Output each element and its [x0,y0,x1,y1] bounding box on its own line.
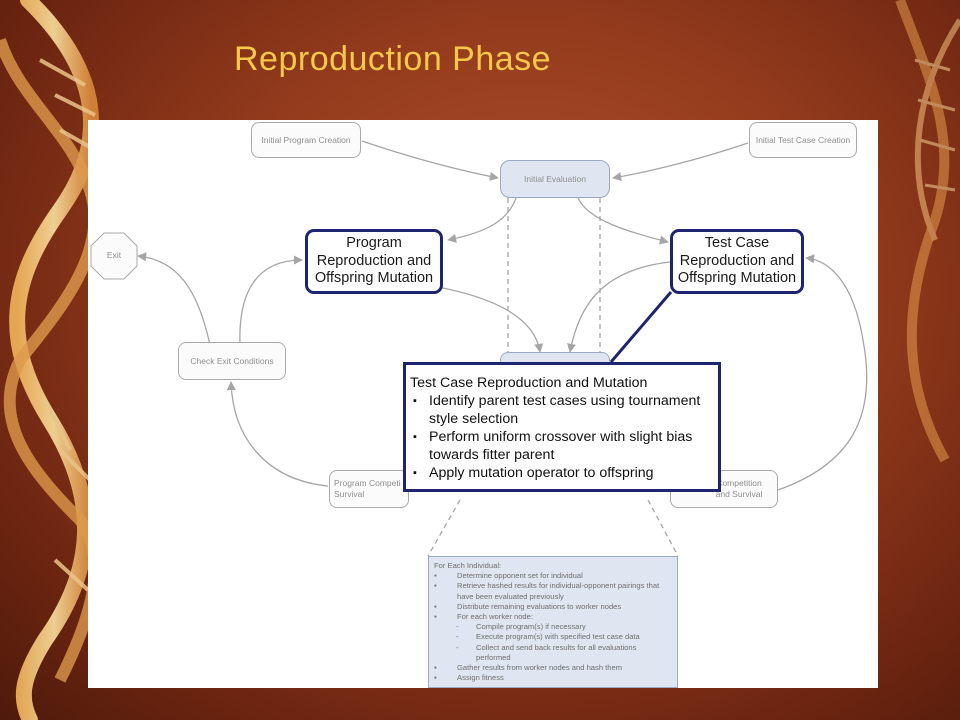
detail-item-text: Determine opponent set for individual [457,571,583,581]
exit-node-label: Exit [106,250,122,260]
slide-title: Reproduction Phase [234,40,552,78]
square-bullet-icon: ▪ [413,467,417,479]
callout-pointer [609,291,673,363]
bullet-mark: ▪ [434,581,437,591]
initial-program-creation-node: Initial Program Creation [251,122,361,158]
bullet-mark: - [456,642,459,652]
exit-octagon-shape [90,232,138,280]
detail-item-text: Execute program(s) with specified test c… [476,632,640,642]
detail-item-text: Gather results from worker nodes and has… [457,663,623,673]
detail-item-text: Distribute remaining evaluations to work… [457,601,622,611]
callout-list: ▪ Identify parent test cases using tourna… [410,392,712,482]
program-competition-label: Program Competi Survival [334,478,401,499]
detail-item: ▪ Assign fitness [434,673,673,683]
detail-list: ▪ Determine opponent set for individual ▪ R… [434,571,673,683]
program-competition-node: Program Competi Survival [329,470,409,508]
test-case-reproduction-node: Test Case Reproduction and Offspring Mut… [670,229,804,294]
bullet-mark: - [456,622,459,632]
detail-item-text: Retrieve hashed results for individual-o… [457,581,660,601]
bullet-mark: ▪ [434,601,437,611]
callout-item: ▪ Identify parent test cases using tourna… [410,392,712,428]
detail-item-text: Compile program(s) if necessary [476,622,586,632]
callout-item-text: Identify parent test cases using tournam… [429,393,701,427]
callout-item-text: Apply mutation operator to offspring [429,465,654,481]
check-exit-conditions-node: Check Exit Conditions [178,342,286,380]
bullet-mark: ▪ [434,663,437,673]
detail-sub-item: - Execute program(s) with specified test … [434,632,673,642]
detail-item-text: Assign fitness [457,673,504,683]
test-case-reproduction-callout: Test Case Reproduction and Mutation ▪ Ide… [403,362,721,492]
square-bullet-icon: ▪ [413,431,417,443]
evaluation-detail-box: For Each Individual: ▪ Determine opponent… [428,556,678,688]
detail-item: ▪ Distribute remaining evaluations to wor… [434,602,673,612]
bullet-mark: ▪ [434,612,437,622]
callout-item-text: Perform uniform crossover with slight bi… [429,429,693,463]
program-reproduction-node: Program Reproduction and Offspring Mutat… [305,229,443,294]
initial-test-case-creation-node: Initial Test Case Creation [749,122,857,158]
callout-item: ▪ Perform uniform crossover with slight b… [410,428,712,464]
detail-item: ▪ Determine opponent set for individual [434,571,673,581]
square-bullet-icon: ▪ [413,395,417,407]
callout-heading: Test Case Reproduction and Mutation [410,375,648,391]
bullet-mark: - [456,632,459,642]
detail-item-text: Collect and send back results for all ev… [476,642,637,662]
test-case-competition-label: Competition and Survival [715,478,763,499]
detail-item: ▪ For each worker node: [434,612,673,622]
bullet-mark: ▪ [434,673,437,683]
detail-heading: For Each Individual: [434,561,502,570]
detail-item: ▪ Gather results from worker nodes and ha… [434,663,673,673]
detail-item: ▪ Retrieve hashed results for individual-… [434,581,673,601]
detail-item-text: For each worker node: [457,612,533,622]
bullet-mark: ▪ [434,571,437,581]
detail-sub-item: - Compile program(s) if necessary [434,622,673,632]
callout-item: ▪ Apply mutation operator to offspring [410,464,712,482]
detail-sub-item: - Collect and send back results for all e… [434,643,673,663]
initial-evaluation-node: Initial Evaluation [500,160,610,198]
diagram-connectors [137,140,868,557]
